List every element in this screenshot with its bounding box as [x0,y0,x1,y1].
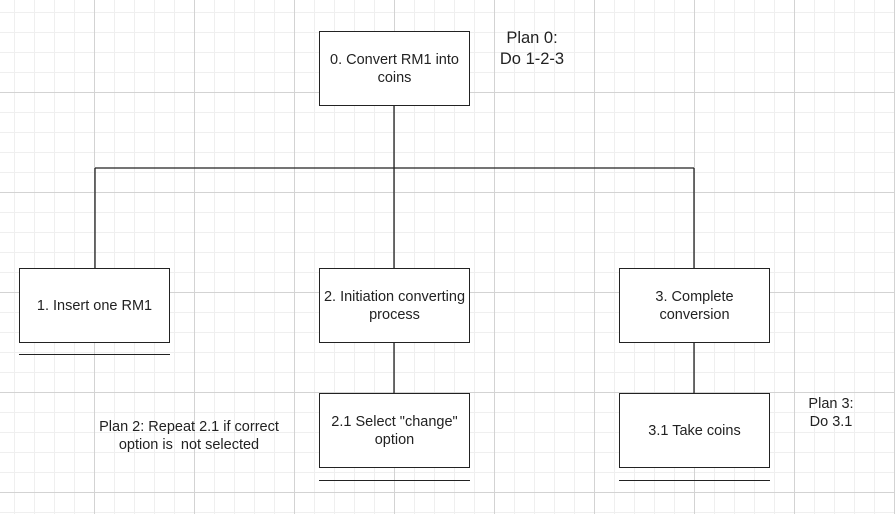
node-step1-line-1: 1. Insert one RM1 [36,297,153,314]
node-step1-terminal-underline [19,354,170,355]
node-step2-1-line-2: option [374,431,415,448]
node-step2-1-terminal-underline [319,480,470,481]
node-step3-line-2: conversion [659,306,730,323]
plan-3-label: Plan 3: Do 3.1 [796,395,866,431]
node-step3-1-take-coins[interactable]: 3.1 Take coins [619,393,770,468]
node-step3-1-terminal-underline [619,480,770,481]
plan-2-line-2: option is not selected [118,437,260,453]
plan-3-line-1: Plan 3: [808,396,854,412]
plan-0-label: Plan 0: Do 1-2-3 [484,28,580,70]
node-step3-1-line-1: 3.1 Take coins [648,422,741,439]
node-step2-line-2: process [369,306,420,323]
plan-0-line-2: Do 1-2-3 [499,50,565,68]
node-root-line-2: coins [377,69,412,86]
node-step2-1-line-1: 2.1 Select "change" [331,413,458,430]
node-step2-1-select-change[interactable]: 2.1 Select "change" option [319,393,470,468]
node-step2-line-1: 2. Initiation converting [323,288,466,305]
plan-2-label: Plan 2: Repeat 2.1 if correct option is … [84,418,294,454]
plan-0-line-1: Plan 0: [506,29,558,47]
node-root-convert-rm1[interactable]: 0. Convert RM1 into coins [319,31,470,106]
plan-3-line-2: Do 3.1 [809,414,853,430]
node-step1-insert-rm1[interactable]: 1. Insert one RM1 [19,268,170,343]
node-step3-complete[interactable]: 3. Complete conversion [619,268,770,343]
node-step3-line-1: 3. Complete [655,288,734,305]
plan-2-line-1: Plan 2: Repeat 2.1 if correct [99,419,279,435]
node-root-line-1: 0. Convert RM1 into [330,51,459,68]
node-step2-initiation[interactable]: 2. Initiation converting process [319,268,470,343]
